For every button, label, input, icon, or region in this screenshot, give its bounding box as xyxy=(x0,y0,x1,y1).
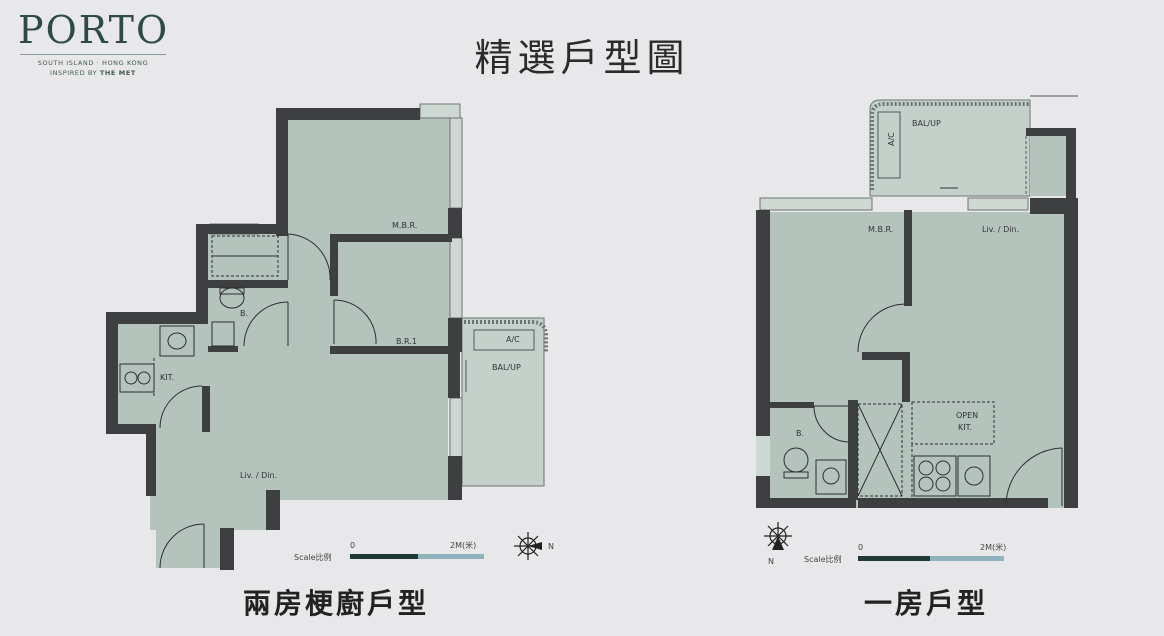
two-bedroom-plan: M.B.R. B.R.1 A/C BAL/UP KIT. B. Liv. / D… xyxy=(106,103,554,570)
scale-label: Scale比例 xyxy=(804,554,842,564)
left-doors xyxy=(159,233,377,569)
logo-tagline: INSPIRED BY THE MET xyxy=(18,68,168,78)
right-windows xyxy=(759,197,1029,211)
one-bedroom-plan: BAL/UP A/C M.B.R. Liv. / Din. B. OPEN KI… xyxy=(756,95,1078,566)
scale-start: 0 xyxy=(350,541,355,550)
right-floor xyxy=(768,212,1068,508)
porto-logo: PORTO SOUTH ISLAND · HONG KONG INSPIRED … xyxy=(18,8,168,78)
label-open-kitchen-line2: KIT. xyxy=(958,423,972,432)
right-scale-bar: Scale比例 0 2M(米) xyxy=(804,542,1006,564)
label-bathroom: B. xyxy=(796,429,804,438)
label-ac: A/C xyxy=(506,335,520,344)
logo-location: SOUTH ISLAND · HONG KONG xyxy=(37,59,149,67)
left-floor xyxy=(112,118,450,568)
label-master-bedroom: M.B.R. xyxy=(868,225,893,234)
right-north-arrow-icon: N xyxy=(764,522,792,566)
scale-label: Scale比例 xyxy=(294,552,332,562)
label-living-dining: Liv. / Din. xyxy=(982,225,1019,234)
label-ac: A/C xyxy=(887,132,896,146)
left-scale-bar: Scale比例 0 2M(米) xyxy=(294,540,484,562)
logo-tagline-brand: THE MET xyxy=(99,69,136,77)
left-balcony xyxy=(461,317,548,487)
label-open-kitchen-line1: OPEN xyxy=(956,411,978,420)
logo-tagline-prefix: INSPIRED BY xyxy=(50,69,100,77)
scale-end: 2M(米) xyxy=(980,542,1006,552)
label-bedroom-1: B.R.1 xyxy=(396,337,417,346)
page-title: 精選戶型圖 xyxy=(474,36,690,80)
label-kitchen: KIT. xyxy=(160,373,174,382)
right-walls xyxy=(756,198,1078,508)
logo-wordmark: PORTO xyxy=(18,8,170,52)
plan-title-one-bedroom: 一房戶型 xyxy=(863,587,988,620)
north-label: N xyxy=(548,542,554,551)
label-balcony: BAL/UP xyxy=(492,363,521,372)
label-living-dining: Liv. / Din. xyxy=(240,471,277,480)
label-master-bedroom: M.B.R. xyxy=(392,221,417,230)
logo-divider xyxy=(20,54,166,55)
left-room-labels: M.B.R. B.R.1 A/C BAL/UP KIT. B. Liv. / D… xyxy=(160,221,521,480)
scale-end: 2M(米) xyxy=(450,540,476,550)
left-walls xyxy=(106,108,462,570)
left-fixtures xyxy=(119,235,279,396)
left-north-arrow-icon: N xyxy=(514,532,554,560)
right-fixtures xyxy=(783,401,995,500)
plan-title-two-bedroom: 兩房梗廚戶型 xyxy=(242,587,429,620)
label-bathroom: B. xyxy=(240,309,248,318)
label-balcony: BAL/UP xyxy=(912,119,941,128)
north-label: N xyxy=(768,557,774,566)
scale-start: 0 xyxy=(858,543,863,552)
right-doors xyxy=(813,303,1063,507)
right-balcony xyxy=(869,95,1078,200)
right-room-labels: BAL/UP A/C M.B.R. Liv. / Din. B. OPEN KI… xyxy=(796,119,1019,438)
